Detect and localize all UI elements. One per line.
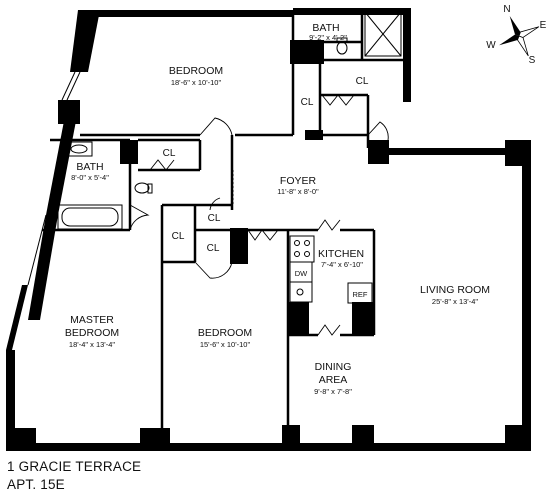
room-name-line2: AREA bbox=[319, 374, 348, 386]
address-block: 1 GRACIE TERRACE APT. 15E bbox=[7, 458, 141, 494]
room-bedroom-mid: BEDROOM 15'-6" x 10'-10" bbox=[198, 327, 252, 349]
toilet-icon bbox=[134, 182, 153, 194]
room-name: LIVING ROOM bbox=[420, 284, 490, 296]
kitchen-sink-icon bbox=[289, 281, 313, 303]
door-swings bbox=[129, 94, 389, 336]
room-bedroom-top: BEDROOM 18'-6" x 10'-10" bbox=[169, 65, 223, 87]
sink-icon bbox=[65, 141, 93, 157]
room-dims: 11'-8" x 8'-0" bbox=[277, 187, 319, 196]
room-dims: 18'-6" x 10'-10" bbox=[171, 78, 222, 87]
closet-label: CL bbox=[163, 148, 176, 159]
compass-west-label: W bbox=[486, 40, 496, 51]
room-dims: 18'-4" x 13'-4" bbox=[69, 340, 115, 349]
shower-icon bbox=[364, 11, 402, 57]
room-name-line1: DINING bbox=[315, 361, 352, 373]
room-bath-top: BATH 9'-2" x 4'-2" bbox=[309, 22, 347, 42]
top-bath-toilet-icon bbox=[336, 37, 348, 55]
closet-label: CL bbox=[172, 231, 185, 242]
closet-label: CL bbox=[356, 76, 369, 87]
closet-labels: CL CL CL CL CL CL bbox=[163, 76, 369, 254]
address-line-1: 1 GRACIE TERRACE bbox=[7, 459, 142, 474]
room-dims: 7'-4" x 6'-10" bbox=[321, 260, 363, 269]
compass-south-label: S bbox=[529, 55, 536, 66]
room-dims: 25'-8" x 13'-4" bbox=[432, 297, 478, 306]
room-foyer: FOYER 11'-8" x 8'-0" bbox=[277, 175, 319, 196]
room-master-bedroom: MASTER BEDROOM 18'-4" x 13'-4" bbox=[65, 314, 119, 349]
room-living-room: LIVING ROOM 25'-8" x 13'-4" bbox=[420, 284, 490, 306]
address-line-2: APT. 15E bbox=[7, 477, 65, 492]
room-dining-area: DINING AREA 9'-8" x 7'-8" bbox=[314, 361, 352, 396]
bathtub-icon bbox=[57, 204, 123, 230]
room-name: BEDROOM bbox=[169, 65, 223, 77]
room-name: FOYER bbox=[280, 175, 317, 187]
refrigerator-box bbox=[347, 282, 373, 304]
stove-icon bbox=[289, 235, 315, 263]
compass-icon bbox=[499, 16, 540, 57]
compass-east-label: E bbox=[540, 20, 547, 31]
room-dims: 8'-0" x 5'-4" bbox=[71, 173, 109, 182]
dishwasher-label: DW bbox=[295, 269, 308, 278]
room-name-line1: MASTER bbox=[70, 314, 114, 326]
room-name: BATH bbox=[76, 161, 103, 173]
closet-label: CL bbox=[207, 243, 220, 254]
room-name: BEDROOM bbox=[198, 327, 252, 339]
refrigerator-label: REF bbox=[353, 290, 368, 299]
room-dims: 9'-8" x 7'-8" bbox=[314, 387, 352, 396]
windows bbox=[27, 71, 505, 450]
room-bath-left: BATH 8'-0" x 5'-4" bbox=[71, 161, 109, 182]
closet-label: CL bbox=[301, 97, 314, 108]
compass-north-label: N bbox=[503, 4, 510, 15]
closet-label: CL bbox=[208, 213, 221, 224]
room-name: KITCHEN bbox=[318, 248, 364, 260]
exterior-walls bbox=[6, 8, 531, 451]
wall-blocks bbox=[287, 40, 374, 336]
room-name: BATH bbox=[312, 22, 339, 34]
room-dims: 15'-6" x 10'-10" bbox=[200, 340, 251, 349]
room-name-line2: BEDROOM bbox=[65, 327, 119, 339]
interior-walls bbox=[42, 10, 410, 440]
room-dims: 9'-2" x 4'-2" bbox=[309, 33, 347, 42]
room-kitchen: KITCHEN 7'-4" x 6'-10" bbox=[318, 248, 364, 269]
